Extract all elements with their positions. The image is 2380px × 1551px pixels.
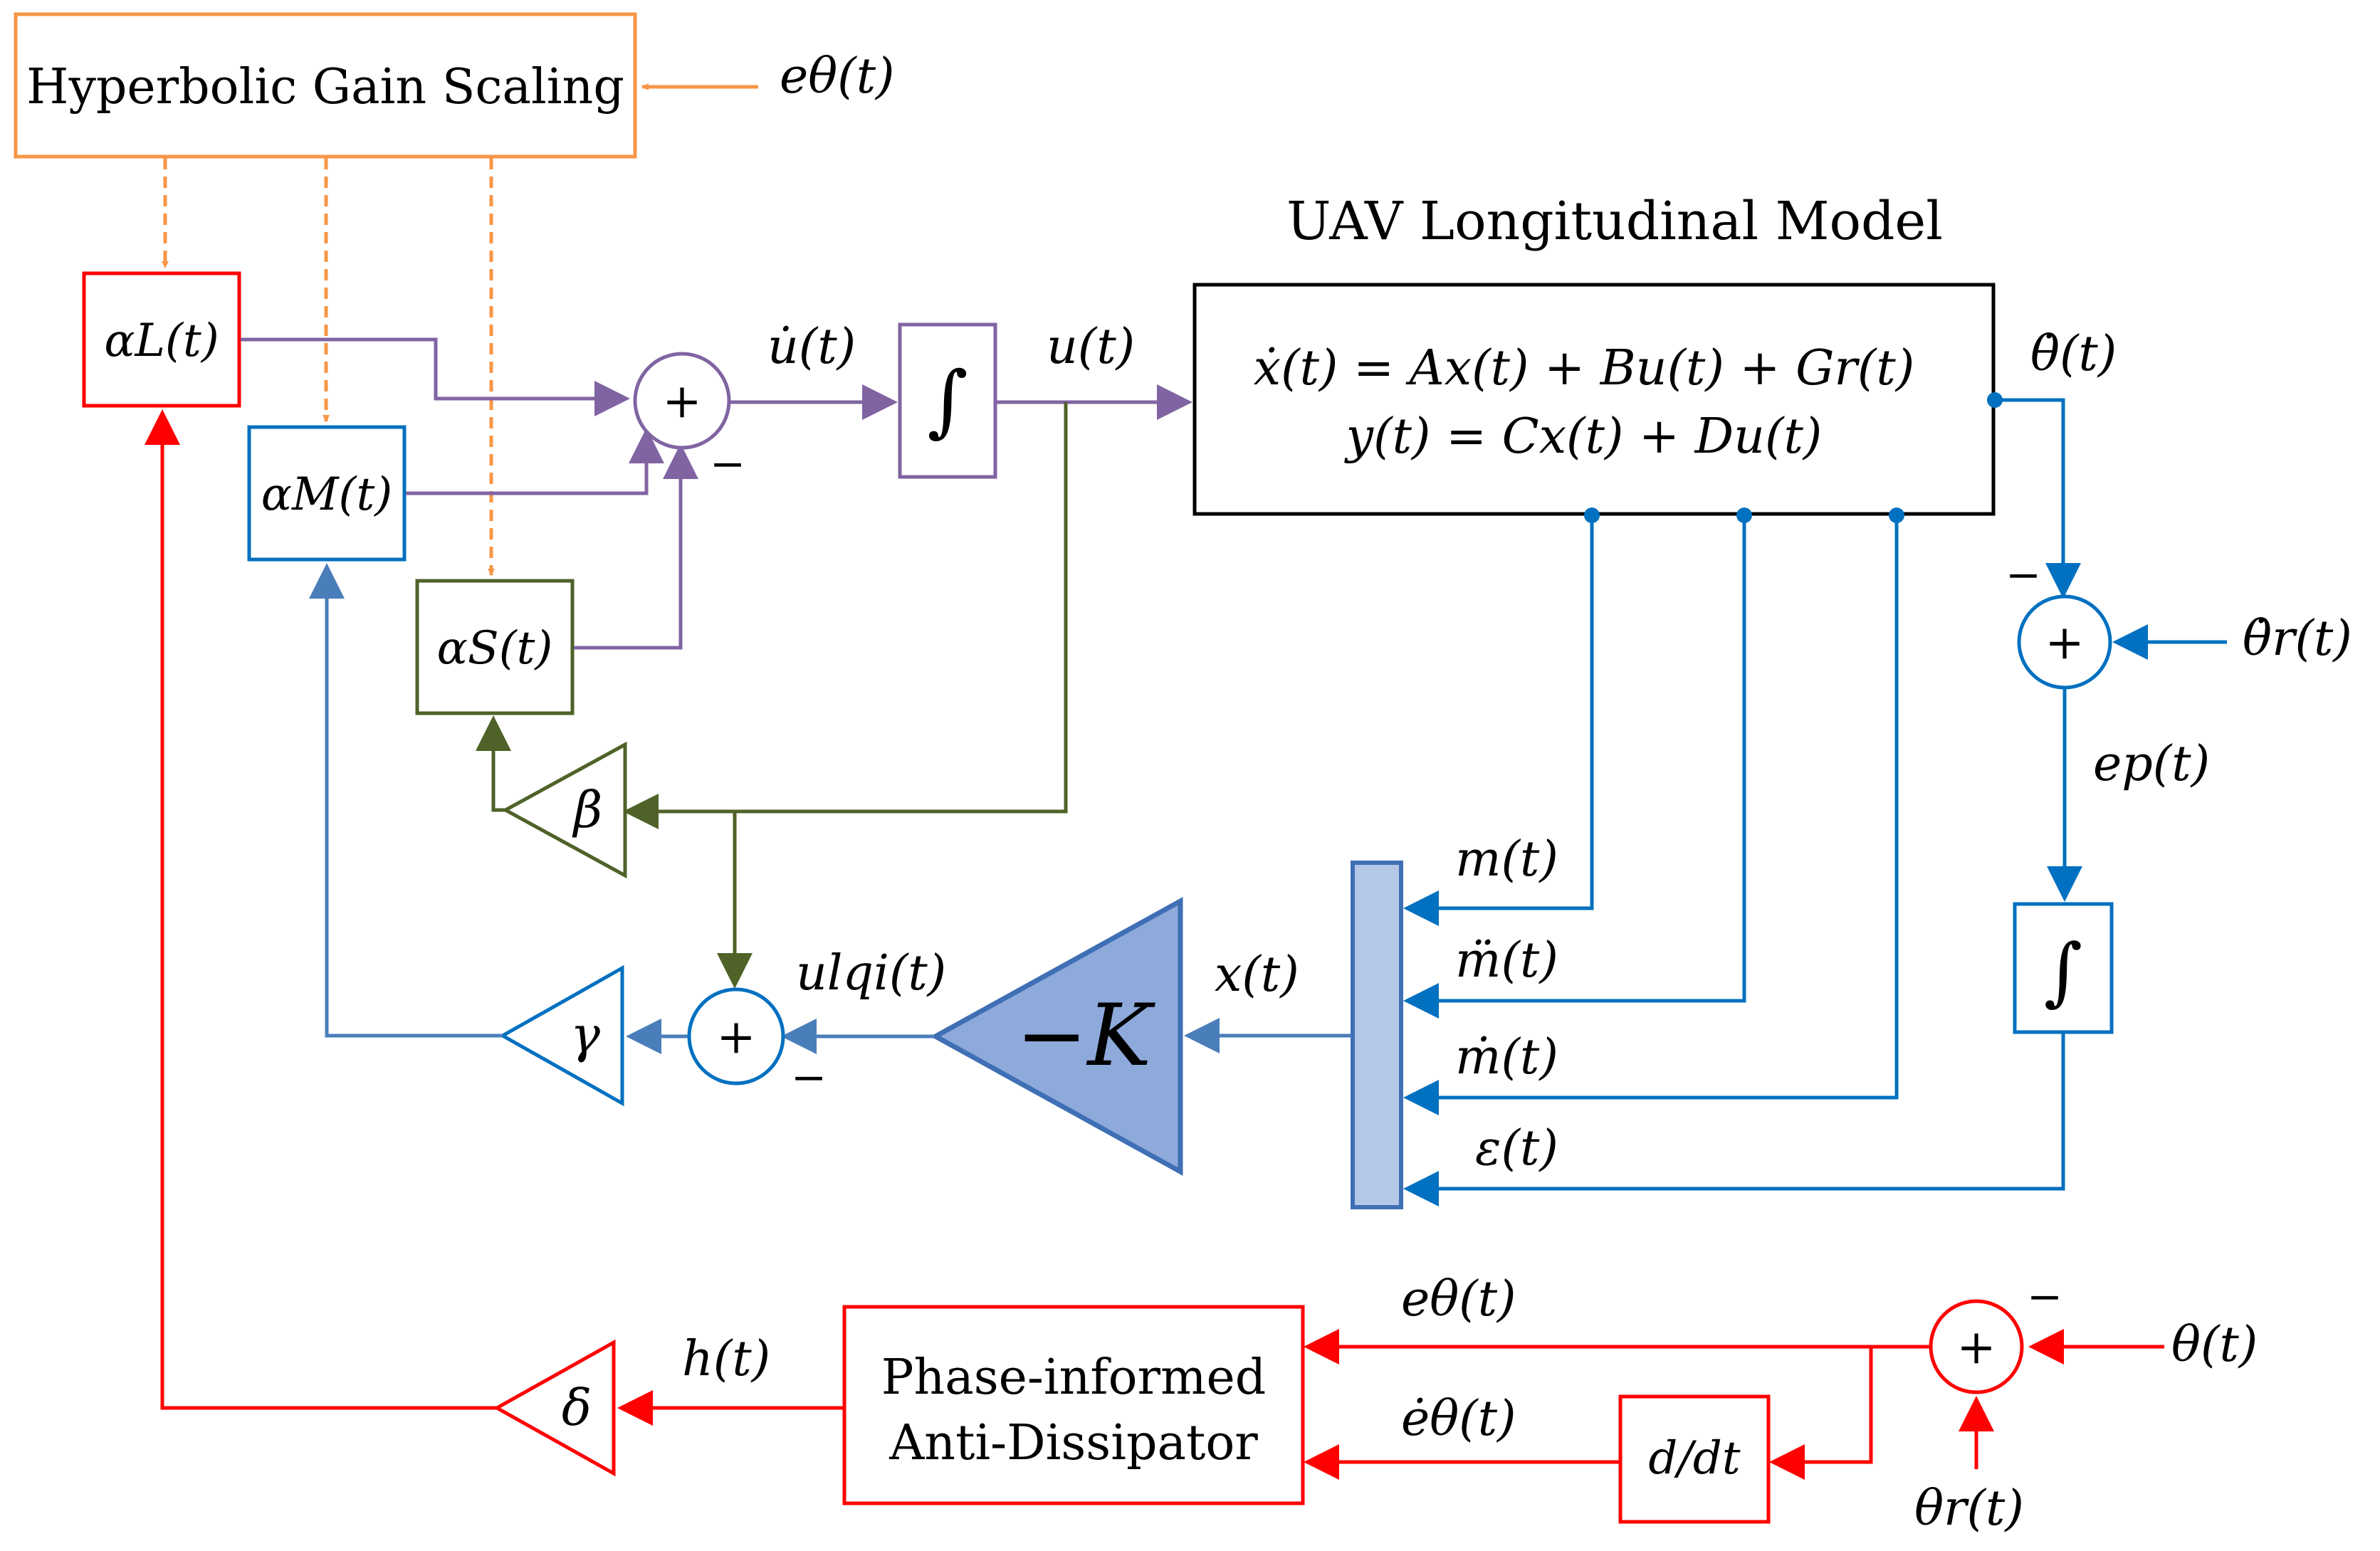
lower-integrator-symbol: ∫ bbox=[2044, 927, 2082, 1014]
epsilon-label: ε(t) bbox=[1475, 1120, 1558, 1177]
alpha-s-block bbox=[415, 579, 575, 715]
lqi-sum-plus: + bbox=[716, 1009, 755, 1064]
state-mux-bar bbox=[1351, 861, 1403, 1209]
m-dot-label: ṁ(t) bbox=[1455, 1029, 1558, 1085]
u-label: u(t) bbox=[1047, 319, 1135, 375]
theta-label: θ(t) bbox=[2171, 1317, 2258, 1373]
red-signal-path: θ(t) θr(t) + − eθ(t) d/dt ėθ(t) Phase-in… bbox=[145, 409, 2258, 1537]
x-label: x(t) bbox=[1215, 947, 1299, 1003]
pitch-rate-sum-plus: + bbox=[2045, 615, 2084, 670]
e-theta-to-derivative-wire bbox=[1769, 1347, 1873, 1480]
k-gain-label: −K bbox=[1016, 987, 1156, 1085]
uav-output-equation: y(t) = Cx(t) + Du(t) bbox=[1344, 409, 1823, 465]
theta-r-dot-label: θ̇r(t) bbox=[2243, 611, 2352, 667]
alpha-l-to-sum-wire bbox=[241, 337, 630, 416]
gamma-to-alpha-m-wire bbox=[309, 563, 503, 1038]
delta-gain-block bbox=[493, 1339, 616, 1477]
u-feedback-wire bbox=[623, 402, 1068, 829]
theta-dot-to-sum-wire bbox=[1995, 398, 2081, 599]
blue-signal-path: m(t) m̈(t) ṁ(t) ε(t) θ̇(t) + − θ̇r(t) ep… bbox=[1403, 326, 2352, 1206]
lqi-sum-minus: − bbox=[791, 1053, 827, 1103]
hyperbolic-gain-scaling-label: Hyperbolic Gain Scaling bbox=[26, 59, 624, 115]
epsilon-to-mux-wire bbox=[1403, 1034, 2065, 1206]
alpha-m-to-sum-wire bbox=[406, 428, 664, 495]
theta-dot-label: θ̇(t) bbox=[2030, 326, 2117, 382]
theta-r-label: θr(t) bbox=[1914, 1481, 2024, 1537]
pitch-error-sum-plus: + bbox=[1956, 1320, 1996, 1374]
delta-to-alpha-l-wire bbox=[145, 409, 497, 1410]
uav-model-title: UAV Longitudinal Model bbox=[1286, 191, 1943, 252]
hyperbolic-gain-scaling-group: Hyperbolic Gain Scaling eθ(t) bbox=[14, 12, 895, 576]
u-dot-label: u̇(t) bbox=[767, 319, 856, 375]
pitch-error-sum-minus: − bbox=[2027, 1272, 2062, 1322]
pitch-rate-sum-junction bbox=[2017, 594, 2112, 690]
pad-label-line-1: Phase-informed bbox=[881, 1350, 1267, 1406]
k-gain-block bbox=[930, 897, 1183, 1176]
m-ddot-to-mux-wire bbox=[1403, 515, 1746, 1019]
gamma-gain-block bbox=[498, 964, 624, 1107]
pad-label-line-2: Anti-Dissipator bbox=[888, 1415, 1258, 1471]
uav-state-equation: ẋ(t) = Ax(t) + Bu(t) + Gr(t) bbox=[1254, 340, 1915, 396]
m-label: m(t) bbox=[1455, 831, 1558, 888]
top-sum-plus: + bbox=[662, 374, 701, 429]
top-sum-minus: − bbox=[710, 439, 745, 489]
e-theta-dot-label: ėθ(t) bbox=[1401, 1391, 1516, 1447]
e-theta-label: eθ(t) bbox=[1401, 1271, 1516, 1327]
beta-to-alpha-s-wire bbox=[476, 715, 511, 812]
top-integrator-symbol: ∫ bbox=[927, 354, 968, 446]
alpha-l-block bbox=[82, 271, 241, 408]
alpha-m-label: αM(t) bbox=[261, 468, 392, 521]
hyperbolic-gain-scaling-block bbox=[14, 12, 637, 159]
lqi-signal-path: x(t) −K ulqi(t) + − γ bbox=[309, 563, 1403, 1209]
derivative-block bbox=[1618, 1394, 1771, 1524]
u-lqi-label: ulqi(t) bbox=[796, 945, 946, 1001]
gamma-label: γ bbox=[570, 1006, 600, 1064]
beta-label: β bbox=[572, 781, 602, 839]
pitch-error-sum-junction bbox=[1929, 1299, 2024, 1394]
derivative-label: d/dt bbox=[1648, 1432, 1741, 1485]
pitch-rate-sum-minus: − bbox=[2006, 550, 2041, 600]
alpha-m-block bbox=[247, 425, 407, 562]
top-integrator-block bbox=[898, 322, 997, 479]
uav-longitudinal-model-block bbox=[1192, 283, 1996, 516]
m-to-mux-wire bbox=[1403, 515, 1594, 926]
lower-integrator-block bbox=[2013, 902, 2114, 1034]
m-ddot-label: m̈(t) bbox=[1455, 932, 1558, 989]
delta-label: δ bbox=[562, 1379, 592, 1437]
h-label: h(t) bbox=[682, 1331, 770, 1387]
beta-gain-block bbox=[501, 741, 627, 879]
alpha-s-to-sum-wire bbox=[574, 443, 698, 650]
lqi-sum-junction bbox=[687, 987, 785, 1085]
alpha-s-label: αS(t) bbox=[437, 622, 553, 675]
e-theta-top-label: eθ(t) bbox=[780, 48, 895, 105]
purple-signal-path: + − u̇(t) ∫ u(t) bbox=[241, 319, 1192, 650]
top-sum-junction bbox=[633, 352, 731, 450]
phase-informed-anti-dissipator-block bbox=[842, 1305, 1305, 1505]
green-signal-path: β bbox=[476, 402, 1068, 989]
alpha-l-label: αL(t) bbox=[104, 315, 219, 367]
m-dot-to-mux-wire bbox=[1403, 515, 1899, 1115]
e-p-label: ep(t) bbox=[2093, 736, 2210, 792]
